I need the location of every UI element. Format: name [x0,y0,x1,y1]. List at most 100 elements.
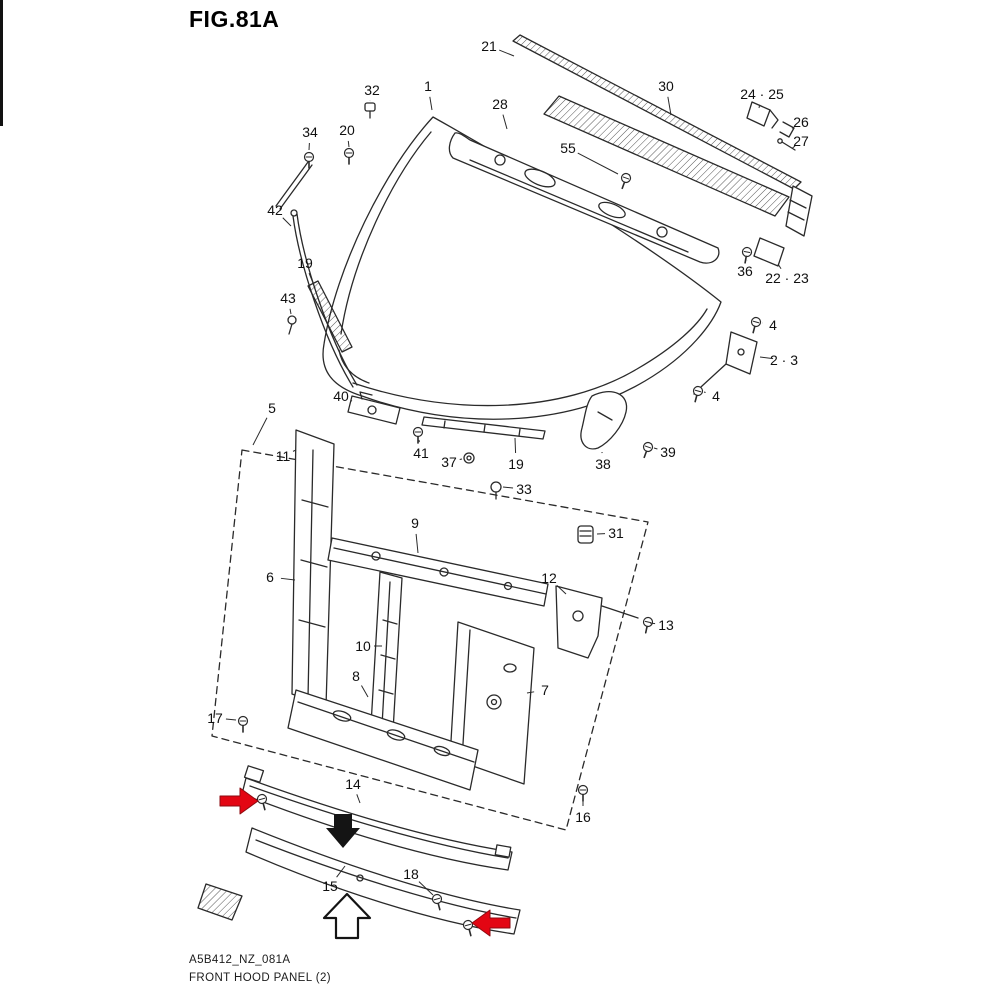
assembly-boundary [211,449,649,831]
part-callout-12-19: 19 [297,255,313,271]
part-callout-32-10: 10 [355,638,371,654]
part-callout-30-12: 12 [541,570,557,586]
part-callout-29-31: 31 [608,525,624,541]
callout-leader-34-8 [361,685,369,698]
callout-leader-35-7 [526,691,535,694]
callout-leader-12-19 [308,273,316,289]
callout-leader-18-4 [703,391,706,393]
insert-arrow-up [322,892,372,940]
callout-leader-13-43 [289,308,292,315]
part-callout-7-20: 20 [339,122,355,138]
part-callout-0-21: 21 [481,38,497,54]
side-member-left [291,429,335,707]
stay-bracket-38 [580,391,628,450]
callout-leader-36-17 [225,718,237,721]
bolt-4-lower [690,384,705,404]
callout-leader-30-12 [556,585,567,595]
callout-leader-15-22·23 [777,263,782,270]
bushing-31 [577,525,594,544]
part-callout-18-4: 4 [712,388,720,404]
callout-leader-26-33 [502,486,514,489]
figure-caption: FRONT HOOD PANEL (2) [189,972,331,985]
figure-code: A5B412_NZ_081A [189,954,291,966]
bracket-24-25 [746,101,779,129]
bolt-36 [739,245,754,265]
page-edge-mark [0,0,3,126]
cowl-top-grille [543,95,790,217]
callout-leader-40-15 [336,865,346,878]
part-callout-23-37: 37 [441,454,457,470]
part-callout-31-6: 6 [266,569,274,585]
hood-front-molding [421,416,546,440]
clip-32 [364,102,376,119]
part-callout-34-8: 8 [352,668,360,684]
part-callout-27-11: 11 [276,448,291,464]
callout-leader-9-28 [502,114,508,130]
highlight-arrow-left [219,787,259,815]
callout-leader-1-30 [667,96,672,116]
part-callout-14-36: 36 [737,263,753,279]
callout-leader-27-11 [292,449,297,452]
bolt-17 [237,715,249,733]
callout-leader-37-14 [356,794,361,804]
cowl-end-cap [785,185,813,237]
part-callout-11-42: 42 [267,202,283,218]
part-callout-4-27: 27 [793,133,809,149]
callout-leader-4-27 [792,145,796,149]
part-callout-9-28: 28 [492,96,508,112]
part-callout-40-15: 15 [322,878,338,894]
part-callout-25-5: 5 [268,400,276,416]
callout-leader-2-24·25 [758,104,761,109]
bracket-22-23 [753,237,785,267]
callout-leader-17-2·3 [759,356,774,360]
part-callout-21-40: 40 [333,388,349,404]
callout-leader-23-37 [459,458,463,461]
hook-26 [779,121,795,138]
part-callout-1-30: 30 [658,78,674,94]
part-callout-39-18: 18 [403,866,419,882]
bolt-13 [640,615,655,635]
bolt-39 [639,440,655,460]
bolt-41 [412,426,424,444]
part-callout-35-7: 7 [541,682,549,698]
windshield-molding [512,34,802,190]
part-callout-5-32: 32 [364,82,380,98]
callout-leader-11-42 [282,217,292,227]
part-callout-20-38: 38 [595,456,611,472]
cowl-top-panel [448,132,720,264]
callout-leader-24-19 [514,437,517,454]
part-callout-6-1: 1 [424,78,432,94]
bolt-4-upper [748,315,763,335]
callout-leader-28-9 [415,533,419,554]
part-callout-2-24·25: 24 · 25 [740,86,784,102]
part-callout-10-55: 55 [560,140,576,156]
bolt-16 [577,784,589,802]
part-callout-17-2·3: 2 · 3 [770,352,798,368]
part-callout-8-34: 34 [302,124,318,140]
part-callout-33-13: 13 [658,617,674,633]
part-callout-37-14: 14 [345,776,361,792]
reinforcement-upper [241,765,513,871]
insert-arrow-down [326,814,360,848]
part-callout-24-19: 19 [508,456,524,472]
callout-leader-31-6 [280,577,296,581]
hood-panel [322,116,722,420]
center-stay [369,571,403,749]
hood-hinge [693,331,758,395]
part-callout-3-26: 26 [793,114,809,130]
bolt-55 [617,171,633,191]
part-callout-28-9: 9 [411,515,419,531]
callout-leader-3-26 [791,126,795,129]
part-callout-16-4: 4 [769,317,777,333]
callout-leader-10-55 [577,152,619,175]
clip-20 [343,147,355,165]
grommet-37 [463,452,475,464]
callout-leader-6-1 [429,96,433,111]
callout-leader-0-21 [499,49,515,57]
plug-33 [490,481,502,500]
upper-crossmember [327,537,549,607]
callout-leader-39-18 [418,881,434,896]
